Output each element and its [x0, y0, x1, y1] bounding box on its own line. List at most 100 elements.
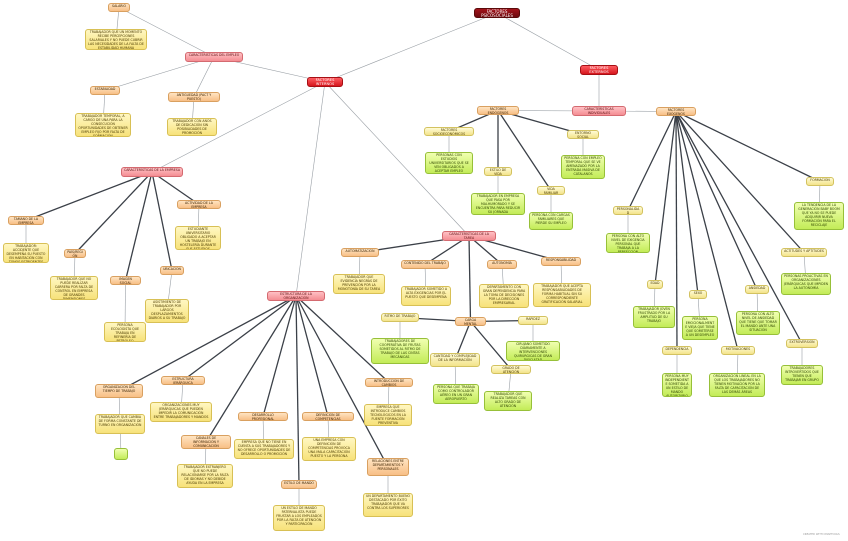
example-introduccion[interactable]: EMPRESA QUE INTRODUCE CAMBIOS TECNOLÓGIC…: [364, 404, 412, 426]
node-label: CANTIDAD Y COMPLEJIDAD DE LA INFORMACIÓN: [433, 354, 477, 362]
node-actitudes-aptitudes[interactable]: ACTITUDES Y APTITUDES: [781, 248, 827, 257]
node-ritmo-trabajo[interactable]: RITMO DE TRABAJO: [381, 313, 419, 322]
node-estilo-vida[interactable]: ESTILO DE VIDA: [484, 167, 512, 176]
connector-fexo-dep: [675, 111, 678, 351]
node-tamano-empresa[interactable]: TAMAÑO DE LA EMPRESA: [8, 216, 44, 225]
node-definicion-competencias[interactable]: DEFINICIÓN DE COMPETENCIAS: [302, 412, 354, 421]
example-actividad[interactable]: ESTUDIANTE UNIVERSITARIO OBLIGADO A ACEP…: [175, 226, 221, 250]
example-tamano[interactable]: TRABAJADOR: ACCIDENTE QUE DESEMPEÑA SU P…: [3, 243, 49, 263]
node-label: UBICACIÓN: [163, 267, 181, 271]
example-definicion[interactable]: UNA EMPRESA CON DEFINICIÓN DE COMPETENCI…: [302, 437, 356, 461]
map-root[interactable]: FACTORES PSICOSOCIALES: [474, 8, 520, 18]
example-dependencia[interactable]: PERSONA MUY INDEPENDIENTE SOMETIDA A UN …: [662, 373, 692, 397]
node-factores-externos[interactable]: FACTORES EXTERNOS: [580, 65, 618, 75]
example-personalidad[interactable]: PERSONA CON ALTO NIVEL DE EXIGENCIA PERS…: [606, 233, 650, 253]
node-imagen-social[interactable]: IMAGEN SOCIAL: [110, 276, 141, 285]
example-ansiedad[interactable]: PERSONA CON ALTO NIVEL DE ANSIEDAD QUE T…: [736, 311, 780, 335]
node-caracteristicas-empleo[interactable]: CARACTERÍSTICAS DEL EMPLEO: [185, 52, 243, 62]
node-caracteristicas-empresa[interactable]: CARACTERÍSTICAS DE LA EMPRESA: [121, 167, 183, 177]
node-entorno-social[interactable]: ENTORNO SOCIAL: [567, 130, 599, 139]
example-imagen-social[interactable]: PERSONA ECOLOGISTA QUE TRABAJA EN REFINE…: [104, 322, 146, 342]
example-formacion[interactable]: LA TENDENCIA DE LA GENERACIÓN BABY BOOM …: [794, 202, 844, 230]
example-sexo[interactable]: PERSONA EMOCIONALMENTE VIEJA QUE TIENE Q…: [682, 316, 718, 340]
node-caracteristicas-tarea[interactable]: CARACTERÍSTICAS DE LA TAREA: [442, 231, 496, 241]
node-carga-mental[interactable]: CARGA MENTAL: [455, 317, 486, 326]
node-label: TRABAJADOR QUE NO PUEDE REALIZAR CARRERA…: [54, 277, 94, 300]
node-edad[interactable]: EDAD: [647, 280, 663, 289]
node-estructura-organizacion[interactable]: ESTRUCTURA DE LA ORGANIZACIÓN: [267, 291, 325, 301]
example-entorno-social[interactable]: PERSONA CON EMPLEO TEMPORAL QUE SE VE AM…: [561, 155, 605, 179]
node-organizacion-tiempo[interactable]: ORGANIZACIÓN DEL TIEMPO DE TRABAJO: [95, 384, 143, 398]
node-caracteristicas-individuales[interactable]: CARACTERÍSTICAS INDIVIDUALES: [572, 106, 626, 116]
node-ansiedad[interactable]: ANSIEDAD: [745, 285, 769, 294]
example-ubicacion[interactable]: ASISTIMIENTO DE TRABAJADOR POR LARGOS DE…: [145, 299, 189, 323]
node-salario[interactable]: SALARIO: [108, 3, 130, 12]
node-relaciones[interactable]: RELACIONES ENTRE DEPARTAMENTOS Y PERSONA…: [367, 458, 409, 476]
example-ritmo[interactable]: TRABAJADORES DE COOPERATIVA DE FRUTAS SO…: [371, 338, 429, 364]
node-desarrollo-profesional[interactable]: DESARROLLO PROFESIONAL: [238, 412, 288, 421]
example-pais[interactable]: TRABAJADOR QUE NO PUEDE REALIZAR CARRERA…: [50, 276, 98, 300]
example-antiguedad[interactable]: TRABAJADOR CON AÑOS DE DEDICACIÓN SIN PO…: [167, 118, 217, 136]
node-antiguedad[interactable]: ANTIGÜEDAD (PACT Y PUESTO): [168, 92, 220, 102]
node-sexo[interactable]: SEXO: [689, 290, 707, 299]
example-autonomia[interactable]: DEPARTAMENTO CON GRAN DEPENDENCIA PARA L…: [479, 284, 529, 308]
node-factores-socioeconomicos[interactable]: FACTORES SOCIOECONÓMICOS: [424, 127, 474, 136]
node-pais-region[interactable]: PAÍS/REGIÓN: [64, 249, 86, 258]
example-motivaciones[interactable]: ORGANIZACIÓN LINEAL EN LA QUE LOS TRABAJ…: [709, 373, 765, 397]
node-estilo-mando[interactable]: ESTILO DE MANDO: [281, 480, 317, 489]
node-motivaciones[interactable]: MOTIVACIONES: [721, 346, 755, 355]
node-dependencia[interactable]: DEPENDENCIA: [662, 346, 692, 355]
example-responsabilidad[interactable]: TRABAJADOR QUE ACEPTA RESPONSABILIDADES …: [533, 283, 591, 307]
example-salario[interactable]: TRABAJADOR QUE UN MOMENTO RECIBE PERCEPC…: [85, 29, 147, 50]
example-contenido[interactable]: TRABAJADOR SOMETIDO A ALTA EXIGENCIAS PO…: [401, 286, 451, 306]
node-autonomia[interactable]: AUTONOMÍA: [487, 260, 517, 269]
node-introduccion-cambios[interactable]: INTRODUCCIÓN DE CAMBIOS: [365, 378, 413, 387]
connector-root-fe: [496, 12, 600, 71]
node-factores-exogenos[interactable]: FACTORES EXÓGENOS: [656, 107, 696, 116]
node-label: PERSONA QUE TRABAJA COMO CONTROLADOR AÉR…: [437, 385, 475, 401]
example-edad[interactable]: TRABAJADOR JOVEN FRUSTRADO POR LA AMPLIT…: [633, 306, 675, 328]
example-vida-familiar[interactable]: PERSONA CON CARGAS FAMILIARES QUE PIERDE…: [529, 212, 573, 230]
node-label: TRABAJADOR SOMETIDO A ALTA EXIGENCIAS PO…: [404, 287, 448, 299]
node-vida-familiar[interactable]: VIDA FAMILIAR: [537, 186, 565, 195]
node-estabilidad[interactable]: ESTABILIDAD: [90, 86, 120, 95]
example-rapidez[interactable]: CIRUJANO SOMETIDO DIARIAMENTE A INTERVEN…: [506, 341, 560, 361]
example-socioeconomicos[interactable]: PERSONAS CON ESTUDIOS UNIVERSITARIOS QUE…: [425, 152, 473, 174]
example-canales[interactable]: TRABAJADOR EXTRANJERO QUE NO PUEDE RELAC…: [177, 464, 233, 488]
example-cantidad[interactable]: PERSONA QUE TRABAJA COMO CONTROLADOR AÉR…: [433, 384, 479, 404]
example-automatizacion[interactable]: TRABAJADOR QUE EVIDENCIA NEGRAS DE PREVE…: [333, 274, 385, 294]
node-factores-endogenos[interactable]: FACTORES ENDÓGENOS: [477, 106, 519, 115]
example-estilo-mando[interactable]: UN ESTILO DE MANDO PATERNALISTA PUEDE FR…: [273, 505, 325, 531]
example-estabilidad[interactable]: TRABAJADOR TEMPORAL, A CARGO DE UNA PARA…: [75, 113, 131, 137]
connector-cemp-pais: [74, 171, 153, 254]
node-label: ESTRUCTURA DE LA ORGANIZACIÓN: [280, 292, 312, 300]
node-label: CONTENIDO DEL TRABAJO: [404, 261, 446, 265]
node-ubicacion[interactable]: UBICACIÓN: [160, 266, 184, 275]
example-grado-atencion[interactable]: TRABAJADOR QUE REALIZA TAREAS CON ALTO G…: [484, 391, 532, 411]
example-organizacion[interactable]: TRABAJADOR QUE CAMBIA DE FORMA CONSTANTE…: [95, 414, 145, 434]
node-formacion[interactable]: FORMACIÓN: [806, 177, 834, 186]
example-extroversion[interactable]: TRABAJADORES INTROVERTIDOS QUE TIENEN QU…: [781, 365, 823, 385]
node-extroversion[interactable]: EXTROVERSIÓN: [786, 339, 818, 348]
node-grado-atencion[interactable]: GRADO DE ATENCIÓN: [491, 365, 531, 374]
node-factores-internos[interactable]: FACTORES INTERNOS: [307, 77, 343, 87]
node-automatizacion[interactable]: AUTOMATIZACIÓN: [341, 248, 379, 257]
example-estructura-jerarquica[interactable]: ORGANIZACIONES MUY JERÁRQUICAS QUE PUEDE…: [150, 402, 212, 422]
node-estructura-jerarquica[interactable]: ESTRUCTURA JERÁRQUICA: [161, 376, 205, 385]
example-estilo-vida[interactable]: TRABAJADOR EN EMPRESA QUE PASA POR MALHU…: [471, 193, 525, 215]
node-responsabilidad[interactable]: RESPONSABILIDAD: [541, 257, 581, 266]
node-label: TRABAJADOR: ACCIDENTE QUE DESEMPEÑA SU P…: [6, 244, 46, 263]
node-rapidez[interactable]: RAPIDEZ: [518, 316, 548, 325]
node-personalidad[interactable]: PERSONALIDAD: [613, 206, 643, 215]
credit-text: CREATED WITH CMAPTOOLS: [803, 533, 840, 536]
connector-fexo-motiv: [675, 111, 739, 351]
example-desarrollo[interactable]: EMPRESA QUE NO TIENE EN CUENTA A SUS TRA…: [234, 439, 294, 459]
example-actitudes[interactable]: PERSONAS PROACTIVAS EN ORGANIZACIONES JE…: [781, 273, 831, 295]
node-actividad-empresa[interactable]: ACTIVIDAD DE LA EMPRESA: [177, 200, 221, 209]
example-relaciones[interactable]: UN DEPARTAMENTO BUENO DESTACADO POR ÉXIT…: [363, 493, 413, 517]
empty-node[interactable]: [114, 448, 128, 460]
node-cantidad-complejidad[interactable]: CANTIDAD Y COMPLEJIDAD DE LA INFORMACIÓN: [430, 353, 480, 367]
node-canales-informacion[interactable]: CANALES DE INFORMACIÓN Y COMUNICACIÓN: [181, 435, 231, 449]
node-contenido-trabajo[interactable]: CONTENIDO DEL TRABAJO: [401, 260, 449, 269]
connector-eorg-intro: [295, 295, 390, 383]
